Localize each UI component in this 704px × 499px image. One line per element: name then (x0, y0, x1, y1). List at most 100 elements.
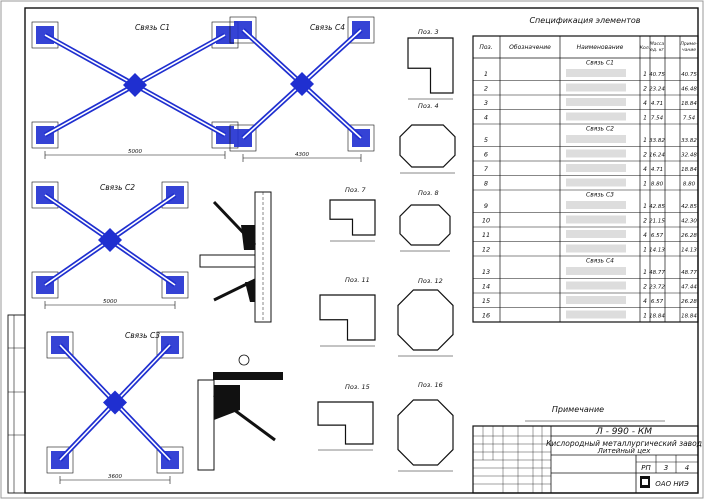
node-detail-a (199, 191, 272, 323)
spec-total: 33.82 (681, 138, 697, 144)
view-label: Связь С3 (125, 331, 160, 340)
dimension-value: 5000 (128, 149, 142, 155)
spec-frame (472, 35, 699, 323)
note-title: Примечание (552, 405, 604, 414)
center-gusset (290, 72, 314, 96)
spec-header-name: Наименование (577, 44, 624, 51)
spec-total: 26.28 (681, 233, 697, 239)
spec-qty: 1 (643, 115, 647, 122)
drawing-code: Л - 990 - КМ (595, 427, 652, 437)
spec-name-placeholder (566, 98, 626, 106)
spec-name-placeholder (566, 281, 626, 290)
spec-group-name: Связь С4 (586, 258, 614, 265)
spec-name-placeholder (566, 215, 626, 224)
note-block: Примечание (525, 405, 665, 422)
spec-qty: 1 (643, 137, 647, 144)
spec-name-placeholder (566, 267, 626, 275)
corner-plate (31, 181, 59, 209)
spec-total: 14.13 (681, 248, 697, 254)
stage: РП (641, 464, 651, 472)
spec-pos: 9 (484, 202, 488, 210)
spec-mass: 8.80 (651, 182, 664, 188)
spec-header-pos: Поз. (479, 44, 492, 51)
spec-total: 47.44 (681, 285, 697, 291)
spec-mass: 6.57 (651, 233, 664, 239)
spec-qty: 4 (643, 232, 647, 239)
spec-pos: 7 (484, 165, 489, 173)
top-flange (213, 372, 283, 380)
spec-qty: 2 (643, 152, 647, 159)
sheet-count: 4 (685, 464, 689, 472)
dimension-value: 5000 (103, 299, 117, 305)
project-subtitle: Литейный цех (597, 447, 652, 455)
spec-mass: 21.15 (649, 219, 665, 225)
org-logo-icon (640, 476, 650, 488)
spec-total: 7.54 (683, 116, 696, 122)
spec-group-name: Связь С2 (586, 126, 614, 133)
plate-outline (397, 399, 454, 466)
plate-outline (329, 199, 376, 236)
spec-name-placeholder (566, 244, 626, 253)
spec-name-placeholder (566, 83, 626, 92)
gusset-plate (214, 385, 240, 420)
spec-pos: 12 (482, 246, 490, 254)
position-2: Поз. 4 (399, 102, 456, 174)
bracing-view-s3: Связь С3 3600 (46, 331, 184, 484)
spec-qty: 1 (643, 71, 647, 78)
spec-name-placeholder (566, 69, 626, 77)
spec-mass: 42.85 (649, 204, 665, 210)
project-title: Кислородный металлургический завод (546, 439, 702, 448)
spec-pos: 16 (482, 312, 490, 320)
corner-plate (31, 271, 59, 299)
corner-plate (156, 446, 184, 474)
spec-total: 40.75 (681, 72, 697, 78)
view-label: Связь С2 (100, 183, 135, 192)
spec-mass: 16.24 (649, 153, 665, 159)
corner-plate (347, 124, 375, 152)
spec-pos: 11 (482, 231, 490, 239)
crane-beam (199, 254, 256, 268)
spec-qty: 2 (643, 86, 647, 93)
spec-mass: 23.24 (649, 87, 665, 93)
dimension-value: 3600 (108, 474, 122, 480)
spec-pos: 1 (484, 70, 488, 78)
spec-pos: 10 (482, 217, 490, 225)
spec-header-qty: Кол. (640, 45, 650, 51)
spec-pos: 4 (484, 114, 488, 122)
spec-name-placeholder (566, 310, 626, 319)
spec-qty: 1 (643, 313, 647, 320)
position-label: Поз. 12 (418, 277, 443, 285)
spec-header-mass: Масса (650, 41, 665, 47)
position-1: Поз. 3 (407, 28, 454, 100)
spec-qty: 1 (643, 203, 647, 210)
position-7: Поз. 15 (317, 383, 374, 451)
spec-mass: 40.75 (649, 72, 665, 78)
spec-mass: 23.72 (649, 285, 665, 291)
corner-plate (161, 271, 189, 299)
spec-header-designation: Обозначение (509, 44, 551, 51)
spec-qty: 1 (643, 181, 647, 188)
position-3: Поз. 7 (329, 186, 376, 242)
spec-mass: 4.71 (651, 167, 663, 173)
node-details (197, 191, 283, 471)
spec-mass: 33.82 (649, 138, 665, 144)
plate-outline (317, 401, 374, 445)
corner-plate (46, 331, 74, 359)
spec-qty: 4 (643, 298, 647, 305)
corner-plate (46, 446, 74, 474)
position-label: Поз. 16 (418, 381, 443, 389)
position-label: Поз. 15 (345, 383, 370, 391)
spec-name-placeholder (566, 164, 626, 172)
position-5: Поз. 11 (319, 276, 376, 347)
spec-pos: 3 (484, 99, 488, 107)
